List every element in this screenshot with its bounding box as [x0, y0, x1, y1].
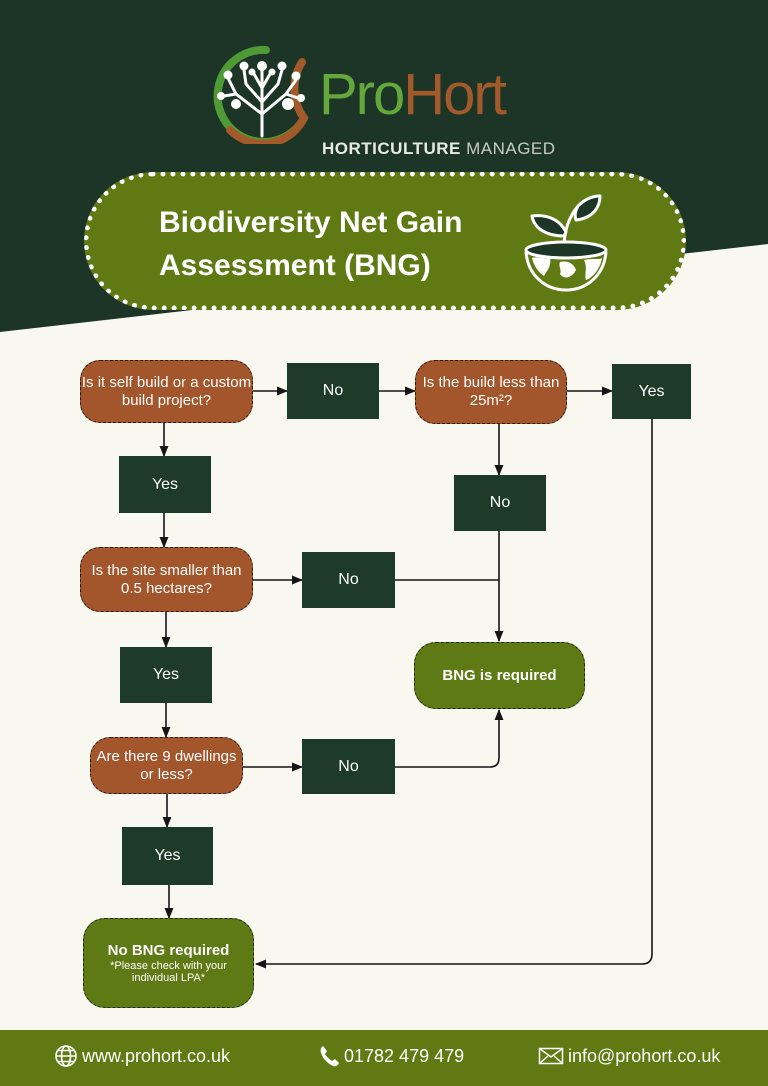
question-build-under-25m2: Is the build less than 25m²? [415, 360, 567, 424]
logo-pro: Pro [319, 62, 405, 127]
title-line-1: Biodiversity Net Gain [159, 206, 463, 239]
result-no-bng-required: No BNG required *Please check with your … [83, 918, 254, 1008]
no-bng-title: No BNG required [107, 942, 230, 959]
footer-email[interactable]: info@prohort.co.uk [538, 1044, 720, 1068]
answer-yes-dwellings: Yes [122, 827, 213, 885]
globe-plant-icon [524, 194, 608, 292]
mail-icon [538, 1047, 564, 1065]
logo-tagline: HORTICULTURE MANAGED [322, 140, 556, 157]
footer-bar [0, 1030, 768, 1086]
logo-tagline-rest: MANAGED [466, 139, 556, 158]
logo-wordmark: ProHort [319, 66, 507, 124]
page-title: Biodiversity Net Gain Assessment (BNG) [159, 201, 519, 287]
website-link[interactable]: www.prohort.co.uk [82, 1046, 231, 1066]
question-self-build: Is it self build or a custom build proje… [80, 360, 253, 423]
email-link[interactable]: info@prohort.co.uk [568, 1046, 721, 1066]
title-line-2: Assessment (BNG) [159, 249, 431, 282]
question-dwellings: Are there 9 dwellings or less? [90, 737, 243, 794]
tree-logo-icon [213, 45, 309, 144]
answer-no-self-build: No [287, 363, 379, 419]
no-bng-note: *Please check with your individual LPA* [110, 960, 227, 984]
result-bng-required: BNG is required [414, 642, 585, 709]
answer-yes-site-size: Yes [120, 647, 212, 703]
question-site-size: Is the site smaller than 0.5 hectares? [80, 547, 253, 612]
answer-yes-under-25m2: Yes [612, 364, 691, 419]
logo-tagline-bold: HORTICULTURE [322, 139, 461, 158]
answer-yes-self-build: Yes [119, 456, 211, 513]
answer-no-dwellings: No [302, 739, 395, 794]
globe-web-icon [55, 1045, 77, 1067]
phone-icon [320, 1046, 339, 1067]
footer-phone[interactable]: 01782 479 479 [318, 1044, 464, 1068]
phone-number[interactable]: 01782 479 479 [344, 1046, 465, 1066]
answer-no-site-size: No [302, 552, 395, 608]
answer-no-under-25m2: No [454, 475, 546, 531]
title-banner [84, 172, 686, 310]
footer-website[interactable]: www.prohort.co.uk [54, 1044, 230, 1068]
flow-connectors [159, 386, 653, 969]
logo-hort: Hort [403, 62, 507, 127]
